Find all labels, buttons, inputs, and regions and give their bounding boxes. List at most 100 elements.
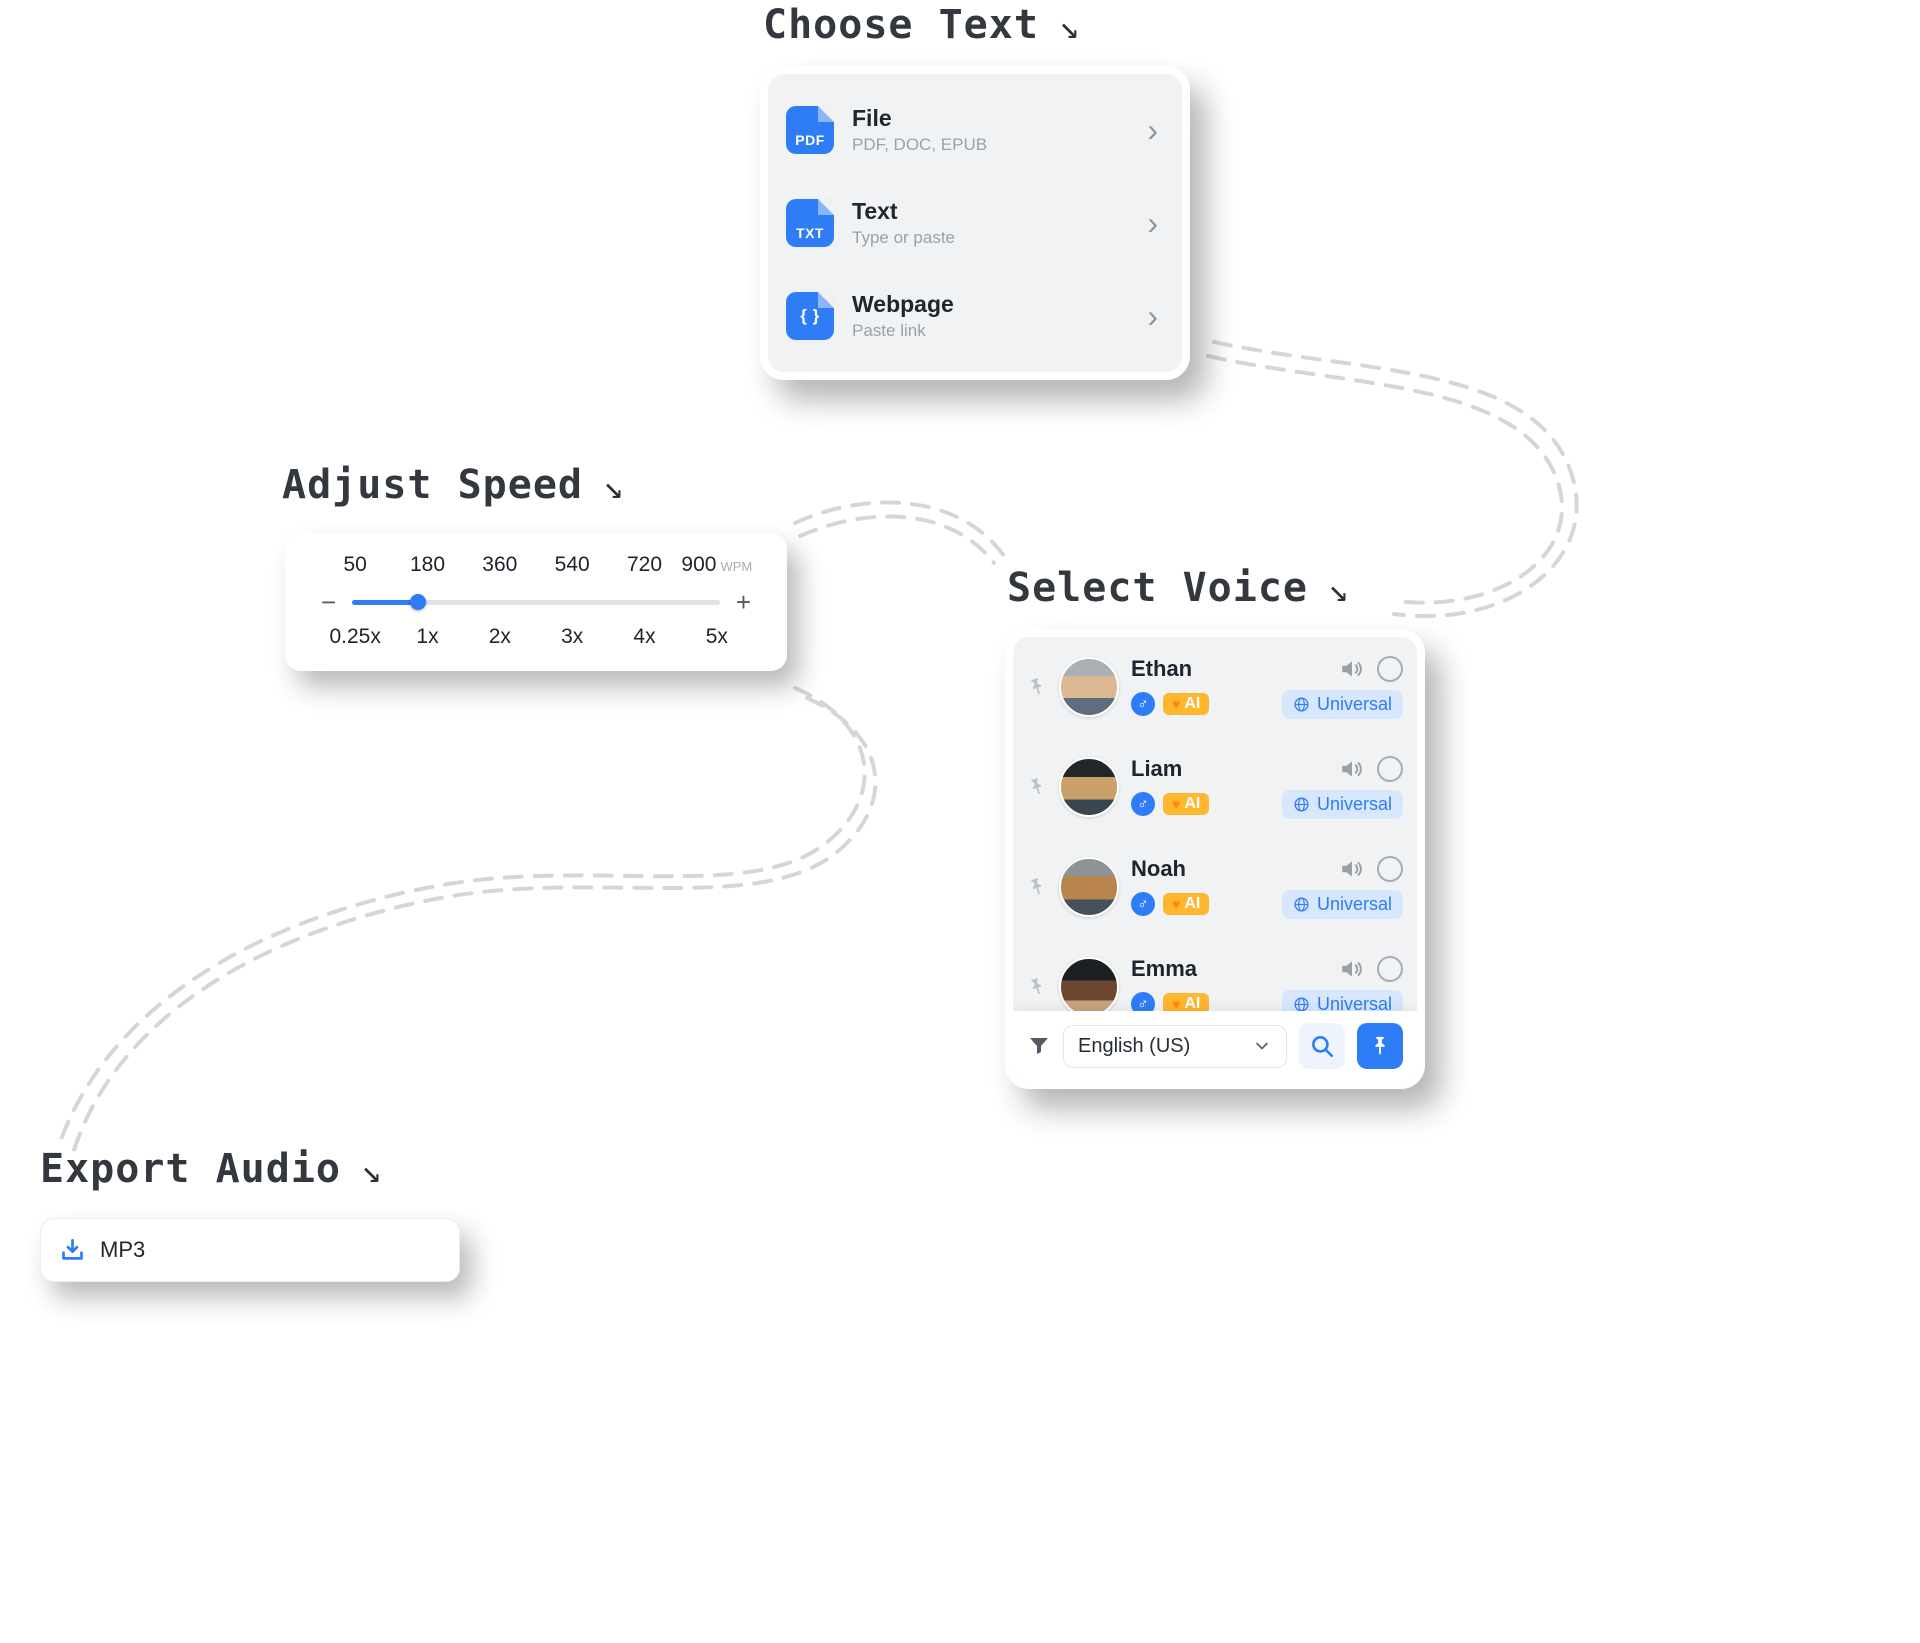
webpage-option-subtitle: Paste link bbox=[852, 320, 926, 340]
heart-icon: ♥ bbox=[1172, 696, 1181, 712]
multiplier-tick: 5x bbox=[705, 625, 728, 648]
webpage-option-title: Webpage bbox=[852, 290, 954, 317]
speaker-preview-icon[interactable] bbox=[1339, 756, 1365, 782]
txt-icon-label: TXT bbox=[796, 224, 824, 241]
male-gender-icon: ♂ bbox=[1131, 792, 1155, 816]
txt-file-icon: TXT bbox=[786, 198, 834, 247]
chevron-right-icon: › bbox=[1147, 297, 1158, 334]
multiplier-tick: 3x bbox=[561, 625, 584, 648]
voice-row-noah[interactable]: Noah ♂ ♥AI Universal bbox=[1013, 837, 1417, 937]
heart-icon: ♥ bbox=[1172, 996, 1181, 1012]
ai-badge-label: AI bbox=[1184, 995, 1201, 1012]
speed-panel: 50 180 360 540 720 900 WPM − + 0.25x 1x … bbox=[285, 533, 787, 671]
wpm-scale: 50 180 360 540 720 900 WPM bbox=[319, 553, 753, 577]
connector-choose-to-voice-2 bbox=[1212, 340, 1579, 619]
universal-badge: Universal bbox=[1281, 889, 1403, 919]
arrow-down-right-icon: ↘ bbox=[1058, 7, 1081, 47]
choose-file-row[interactable]: PDF File PDF, DOC, EPUB › bbox=[786, 105, 1164, 155]
search-voice-button[interactable] bbox=[1299, 1023, 1345, 1069]
globe-icon bbox=[1294, 696, 1309, 712]
filter-funnel-icon[interactable] bbox=[1027, 1034, 1051, 1058]
universal-badge-label: Universal bbox=[1316, 993, 1392, 1014]
export-mp3-button[interactable]: MP3 bbox=[40, 1218, 460, 1282]
pin-icon[interactable] bbox=[1024, 674, 1049, 699]
export-audio-title-label: Export Audio bbox=[40, 1146, 341, 1192]
download-icon bbox=[62, 1238, 83, 1260]
universal-badge: Universal bbox=[1281, 789, 1403, 819]
increase-speed-button[interactable]: + bbox=[735, 587, 751, 617]
voice-select-radio[interactable] bbox=[1377, 855, 1403, 882]
voice-panel: Ethan ♂ ♥AI Universal bbox=[1005, 629, 1425, 1089]
ai-badge: ♥AI bbox=[1163, 793, 1210, 815]
wpm-tick: 50 bbox=[343, 553, 367, 576]
universal-badge: Universal bbox=[1281, 689, 1403, 719]
multiplier-tick: 2x bbox=[488, 625, 511, 648]
globe-icon bbox=[1294, 896, 1309, 912]
speaker-preview-icon[interactable] bbox=[1339, 656, 1365, 682]
voice-name: Liam bbox=[1131, 755, 1183, 781]
select-voice-title-label: Select Voice bbox=[1007, 565, 1308, 611]
universal-badge-label: Universal bbox=[1316, 893, 1392, 914]
connector-speed-to-export bbox=[56, 686, 867, 1150]
choose-text-row[interactable]: TXT Text Type or paste › bbox=[786, 198, 1164, 248]
text-option-subtitle: Type or paste bbox=[852, 227, 956, 247]
voice-row-ethan[interactable]: Ethan ♂ ♥AI Universal bbox=[1013, 637, 1417, 737]
connector-choose-to-voice bbox=[1206, 354, 1564, 605]
language-select[interactable]: English (US) bbox=[1063, 1024, 1287, 1068]
speed-slider-track[interactable] bbox=[352, 594, 720, 610]
connector-speed-to-export-2 bbox=[72, 696, 878, 1152]
voice-list: Ethan ♂ ♥AI Universal bbox=[1013, 637, 1417, 1037]
pinned-voices-button[interactable] bbox=[1357, 1023, 1403, 1069]
pin-icon[interactable] bbox=[1024, 874, 1049, 899]
pin-icon[interactable] bbox=[1024, 774, 1049, 799]
speed-slider-thumb[interactable] bbox=[410, 594, 427, 610]
search-icon bbox=[1312, 1036, 1334, 1058]
file-option-title: File bbox=[852, 105, 892, 132]
heart-icon: ♥ bbox=[1172, 896, 1181, 912]
wpm-tick: 540 bbox=[554, 553, 590, 576]
pdf-file-icon: PDF bbox=[786, 106, 834, 155]
multiplier-tick: 0.25x bbox=[329, 625, 381, 648]
arrow-down-right-icon: ↘ bbox=[360, 1151, 383, 1191]
pdf-icon-label: PDF bbox=[795, 132, 825, 149]
male-gender-icon: ♂ bbox=[1131, 892, 1155, 916]
ai-badge-label: AI bbox=[1184, 695, 1201, 712]
voice-select-radio[interactable] bbox=[1377, 955, 1403, 982]
choose-text-title-label: Choose Text bbox=[763, 2, 1039, 48]
globe-icon bbox=[1294, 796, 1309, 812]
pin-icon[interactable] bbox=[1024, 974, 1049, 999]
choose-webpage-row[interactable]: { } Webpage Paste link › bbox=[786, 291, 1164, 341]
adjust-speed-title-label: Adjust Speed bbox=[282, 462, 583, 508]
wpm-tick: 900 WPM bbox=[681, 553, 753, 577]
voice-select-radio[interactable] bbox=[1377, 655, 1403, 682]
connector-speed-to-voice-2 bbox=[798, 514, 996, 565]
avatar bbox=[1059, 757, 1119, 817]
wpm-tick: 180 bbox=[409, 553, 446, 576]
arrow-down-right-icon: ↘ bbox=[602, 467, 625, 507]
heart-icon: ♥ bbox=[1172, 796, 1181, 812]
ai-badge: ♥AI bbox=[1163, 693, 1210, 715]
voice-row-liam[interactable]: Liam ♂ ♥AI Universal bbox=[1013, 737, 1417, 837]
universal-badge-label: Universal bbox=[1316, 793, 1392, 814]
webpage-code-icon: { } bbox=[786, 291, 834, 340]
speed-slider-fill bbox=[352, 599, 419, 605]
globe-icon bbox=[1294, 996, 1309, 1012]
file-option-subtitle: PDF, DOC, EPUB bbox=[852, 135, 988, 155]
multiplier-tick: 1x bbox=[416, 625, 439, 648]
text-option-title: Text bbox=[852, 197, 898, 224]
voice-name: Ethan bbox=[1131, 655, 1193, 681]
select-voice-title: Select Voice↘ bbox=[1007, 565, 1349, 611]
speaker-preview-icon[interactable] bbox=[1339, 856, 1365, 882]
speaker-preview-icon[interactable] bbox=[1339, 956, 1365, 982]
wpm-tick-max: 900 bbox=[681, 553, 717, 576]
chevron-right-icon: › bbox=[1147, 204, 1158, 241]
pin-icon bbox=[1375, 1036, 1385, 1055]
voice-filter-bar: English (US) bbox=[1013, 1011, 1417, 1081]
choose-text-title: Choose Text ↘ bbox=[763, 2, 1080, 48]
wpm-tick: 720 bbox=[626, 553, 663, 576]
ai-badge-label: AI bbox=[1184, 895, 1201, 912]
voice-select-radio[interactable] bbox=[1377, 755, 1403, 782]
chevron-down-icon bbox=[1256, 1042, 1268, 1050]
decrease-speed-button[interactable]: − bbox=[321, 587, 337, 617]
